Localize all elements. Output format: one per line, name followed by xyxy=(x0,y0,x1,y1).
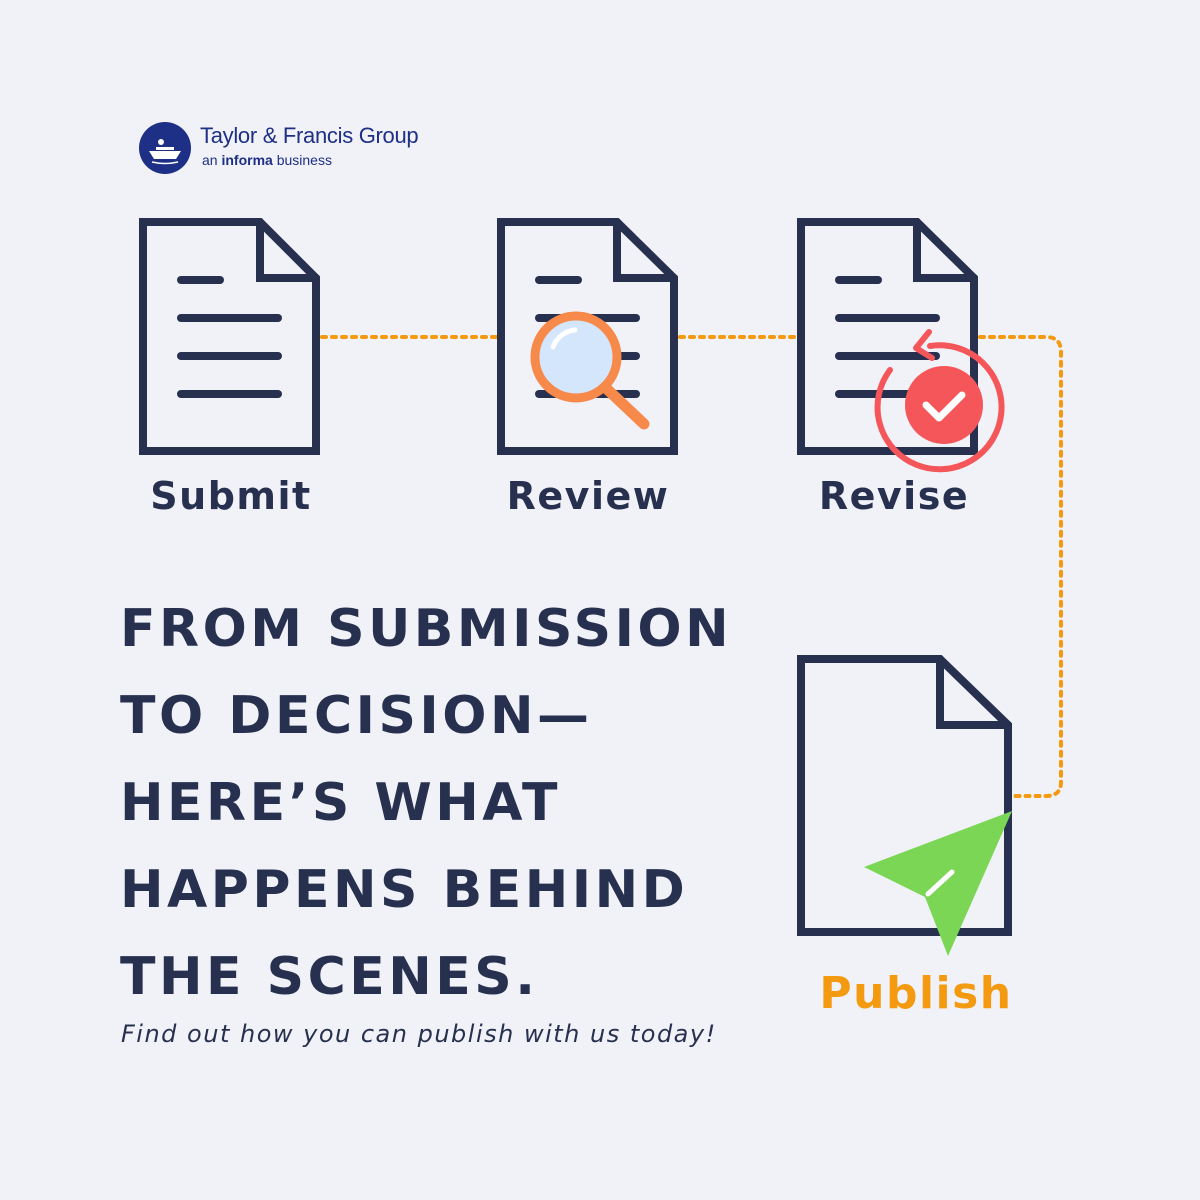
headline-line: THE SCENES. xyxy=(120,947,539,1007)
magnifier-icon xyxy=(530,311,650,430)
step-label-revise: Revise xyxy=(818,474,970,518)
brand-tagline: an informa business xyxy=(202,152,332,168)
publish-document-icon xyxy=(797,655,1012,936)
ship-logo-icon xyxy=(139,122,191,174)
brand-name: Taylor & Francis Group xyxy=(200,123,419,148)
headline-line: HAPPENS BEHIND xyxy=(120,860,689,920)
submit-document-icon xyxy=(139,218,320,455)
headline-line: FROM SUBMISSION xyxy=(120,599,733,659)
brand-logo[interactable]: Taylor & Francis Group an informa busine… xyxy=(139,122,459,174)
headline-line: TO DECISION— xyxy=(120,686,593,746)
connector-lines xyxy=(320,335,1063,798)
refresh-check-icon xyxy=(874,329,1005,473)
step-label-submit: Submit xyxy=(150,474,312,518)
step-label-publish: Publish xyxy=(819,968,1013,1019)
headline: FROM SUBMISSION TO DECISION— HERE’S WHAT… xyxy=(120,586,800,1021)
step-label-review: Review xyxy=(506,474,670,518)
headline-line: HERE’S WHAT xyxy=(120,773,561,833)
paper-plane-icon xyxy=(864,811,1012,956)
call-to-action-text[interactable]: Find out how you can publish with us tod… xyxy=(121,1020,717,1048)
connector-revise-publish xyxy=(978,335,1063,798)
